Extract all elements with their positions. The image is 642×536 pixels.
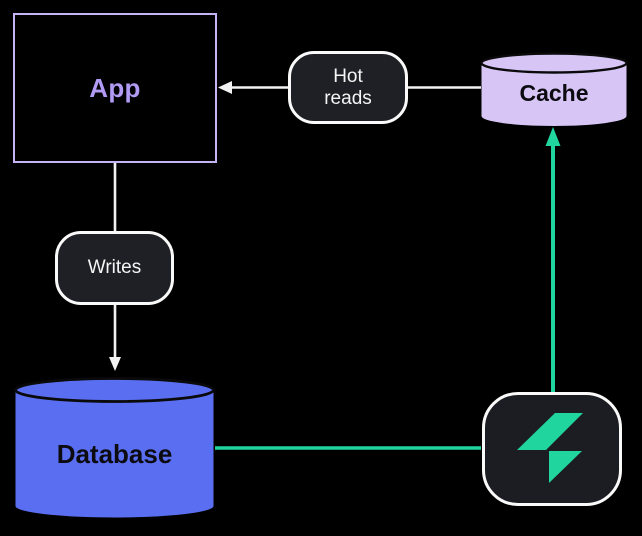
node-database: Database (14, 377, 215, 518)
cache-cylinder-icon (480, 52, 628, 126)
edge-label-hot-reads: Hot reads (288, 51, 408, 124)
arrowhead-left-icon (218, 81, 232, 94)
node-app: App (13, 13, 217, 163)
database-cylinder-icon (14, 377, 215, 518)
node-cache: Cache (480, 52, 628, 127)
app-label: App (89, 72, 141, 103)
arrowhead-up-icon (545, 127, 561, 146)
writes-label: Writes (87, 257, 142, 278)
database-label: Database (56, 439, 173, 469)
node-sync-service (482, 392, 622, 506)
cache-label: Cache (519, 80, 589, 106)
hot-reads-label-line2: reads (324, 87, 372, 109)
bolt-icon (517, 413, 583, 483)
arrowhead-down-icon (109, 357, 121, 371)
edge-label-writes: Writes (55, 231, 174, 305)
hot-reads-label-line1: Hot (333, 65, 363, 87)
